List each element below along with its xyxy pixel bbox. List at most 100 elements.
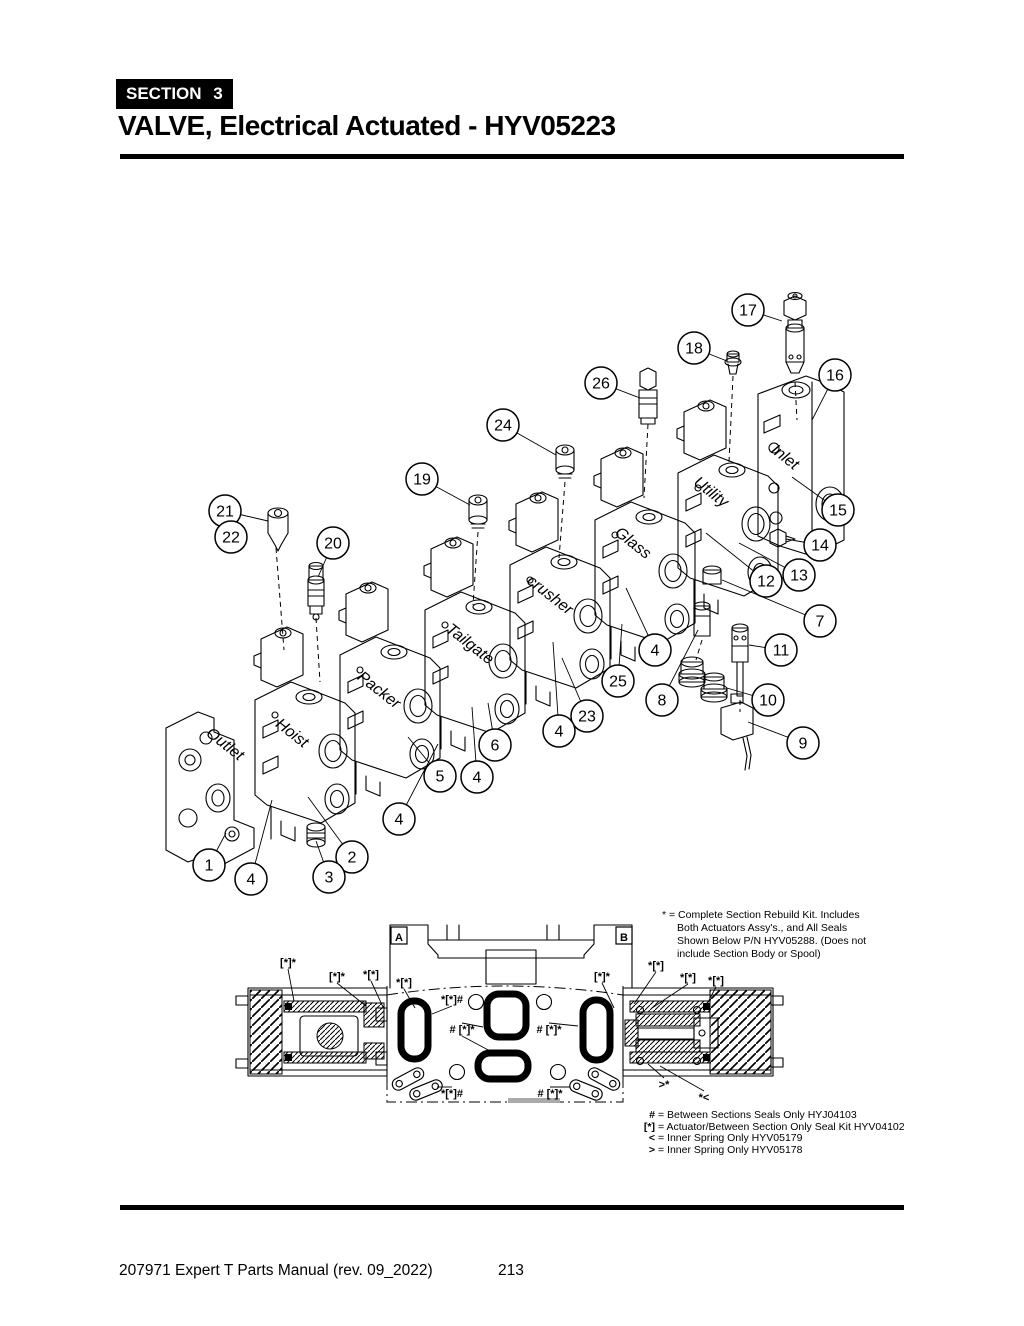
callout-16-number: 16: [826, 368, 844, 385]
callout-9-number: 9: [799, 736, 808, 753]
callout-7-bubble: [803, 604, 837, 638]
callout-17-bubble: [731, 293, 765, 327]
part-fitting-14: [769, 528, 796, 548]
exploded-view: [165, 291, 845, 865]
callout-25-number: 25: [609, 674, 627, 691]
seal-annotation: *[*]: [680, 972, 696, 984]
seal-legend: #= Between Sections Seals Only HYJ04103[…: [637, 1109, 905, 1156]
callout-19-number: 19: [413, 472, 431, 489]
callout-13-bubble: [782, 558, 816, 592]
callout-21-number: 21: [216, 504, 234, 521]
callout-22-number: 22: [222, 530, 240, 547]
part-tube-8: [693, 601, 711, 637]
callout-15-bubble: [821, 493, 855, 527]
rebuild-note-line: include Section Body or Spool): [677, 948, 821, 960]
callout-25-bubble: [601, 664, 635, 698]
part-cartridge-26: [638, 367, 658, 425]
callout-19-bubble: [405, 462, 439, 496]
callout-4-bubble: [234, 862, 268, 896]
seal-annotation-leader: [461, 1035, 493, 1053]
callout-6-bubble: [478, 728, 512, 762]
callout-2-bubble: [335, 840, 369, 874]
callout-20-bubble: [316, 526, 350, 560]
seal-annotations-layer: [*]*[*]**[*]*[*]*[*]## [*]*# [*]**[*]## …: [280, 957, 724, 1104]
section-badge: SECTION 3: [116, 79, 233, 109]
section-label-hoist: Hoist: [272, 716, 312, 752]
seal-annotation: *[*]: [396, 977, 412, 989]
callout-10-bubble: [751, 683, 785, 717]
seal-right: [579, 996, 614, 1064]
right-actuator-section: [622, 986, 784, 1080]
seal-annotation: *[*]: [648, 960, 664, 972]
callout-24-number: 24: [494, 418, 512, 435]
seal-annotation: [*]*: [280, 957, 297, 969]
link-plates-left: [391, 1067, 443, 1101]
view-marker-B: B: [620, 932, 628, 944]
seal-annotation: # [*]*: [449, 1024, 475, 1036]
callout-4-bubble: [638, 633, 672, 667]
seal-annotation-leader: [403, 988, 416, 1009]
seal-annotation-leader: [633, 971, 657, 1005]
section-label-crusher: crusher: [524, 572, 577, 619]
callout-4-number: 4: [473, 770, 482, 787]
legend-row: #= Between Sections Seals Only HYJ04103: [649, 1109, 857, 1121]
callout-4-number: 4: [555, 724, 564, 741]
seal-annotation-leader: [461, 1022, 484, 1028]
callout-14-number: 14: [811, 538, 829, 555]
seal-annotation-leader: [647, 1063, 665, 1079]
callout-15-number: 15: [829, 503, 847, 520]
section-label-tailgate: Tailgate: [443, 621, 497, 669]
footer-page-number: 213: [498, 1262, 524, 1279]
inlet-end-section: [757, 375, 845, 557]
seal-center-top: [483, 990, 530, 1041]
callout-1-number: 1: [205, 858, 214, 875]
callout-4-number: 4: [651, 643, 660, 660]
part-plug-21-22: [267, 507, 289, 552]
callout-5-number: 5: [436, 769, 445, 786]
cross-section-view: [235, 924, 784, 1103]
callout-4-number: 4: [395, 812, 404, 829]
page-title: VALVE, Electrical Actuated - HYV05223: [118, 110, 616, 141]
callout-3-bubble: [312, 860, 346, 894]
seal-annotation-leader: [705, 986, 717, 1007]
callout-5-bubble: [423, 759, 457, 793]
seal-annotation-leader: [336, 982, 367, 1007]
section-label-outlet: Outlet: [203, 725, 248, 765]
rebuild-note-line: Both Actuators Assy's., and All Seals: [677, 922, 848, 934]
callout-23-bubble: [570, 699, 604, 733]
seal-annotation: *[*]#: [441, 994, 463, 1006]
rebuild-note-line: Shown Below P/N HYV05288. (Does not: [677, 935, 867, 947]
callout-6-number: 6: [491, 738, 500, 755]
footer-manual-ref: 207971 Expert T Parts Manual (rev. 09_20…: [119, 1262, 433, 1279]
callout-4-bubble: [542, 714, 576, 748]
callout-14-bubble: [803, 528, 837, 562]
callout-7-leader: [721, 579, 821, 622]
callout-12-number: 12: [757, 574, 775, 591]
callout-8-number: 8: [658, 693, 667, 710]
callout-8-bubble: [645, 683, 679, 717]
header-rule: [120, 154, 904, 159]
callout-13-number: 13: [790, 568, 808, 585]
part-coil-9: [720, 693, 754, 771]
seal-annotation-leader: [659, 1065, 705, 1092]
part-nut-10: [700, 672, 728, 703]
callout-1-bubble: [192, 848, 226, 882]
seal-annotation-leader: [370, 980, 384, 1008]
seal-annotation: *[*]: [708, 975, 724, 987]
callout-9-bubble: [786, 726, 820, 760]
legend-row: <= Inner Spring Only HYV05179: [648, 1132, 803, 1144]
callout-20-number: 20: [324, 536, 342, 553]
callout-26-number: 26: [592, 376, 610, 393]
legend-row: [*]= Actuator/Between Section Only Seal …: [643, 1120, 905, 1133]
callout-16-bubble: [818, 358, 852, 392]
section-label-packer: Packer: [354, 668, 404, 712]
seal-annotation-leader: [548, 1022, 579, 1027]
view-marker-box-B: [615, 926, 633, 945]
part-cartridge-11: [731, 623, 749, 697]
callout-10-number: 10: [759, 693, 777, 710]
callout-18-bubble: [677, 331, 711, 365]
assembly-dashed-lines: [275, 375, 798, 712]
